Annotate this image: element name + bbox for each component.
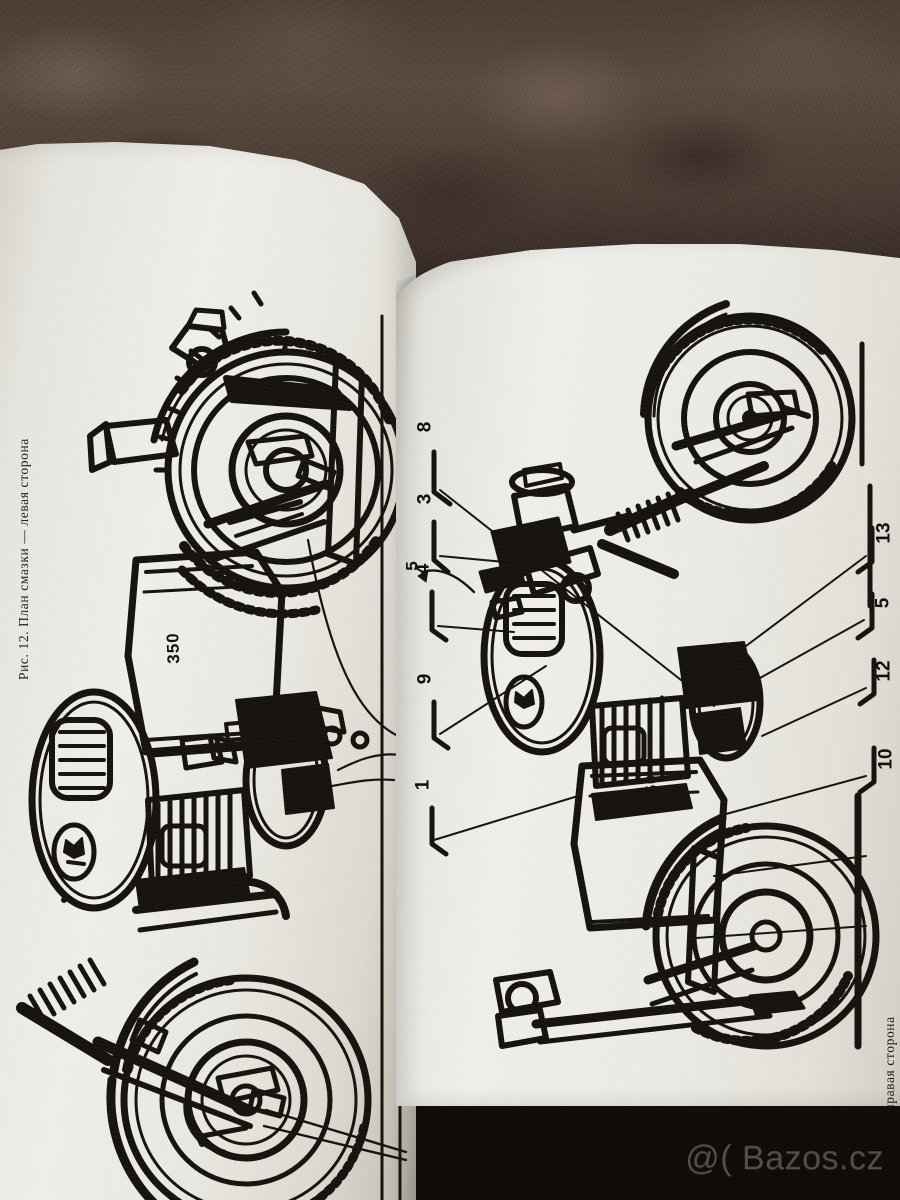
callout-number-10: 10 [875, 748, 897, 770]
callout-number-9: 9 [414, 673, 436, 685]
right-page-front-wheel-group [493, 792, 880, 1050]
callout-number-1: 1 [412, 779, 434, 791]
front-wheel-group [16, 957, 408, 1200]
callout-number-3: 3 [414, 493, 436, 505]
left-book-page: 350 Рис. 12. План смазки — левая сторона [0, 142, 416, 1200]
left-page-caption: Рис. 12. План смазки — левая сторона [16, 438, 31, 680]
bazos-watermark: @( Bazos.cz [685, 1139, 884, 1177]
seat-and-handlebar-group [87, 307, 353, 473]
right-page-lubrication-figure [417, 300, 880, 1050]
callout-number-5: 5 [872, 597, 894, 609]
callout-number-8: 8 [414, 421, 436, 433]
callout-number-13: 13 [873, 522, 895, 544]
left-page-lubrication-figure [16, 290, 408, 1200]
left-tank-badge-350: 350 [163, 632, 184, 665]
callout-number-5-marker: 5 [402, 561, 422, 571]
right-tank-badge-350: 350 [643, 773, 662, 805]
right-page-leader-lines [417, 489, 867, 939]
callout-number-12: 12 [873, 660, 895, 682]
right-page-callout-ticks [429, 449, 877, 857]
right-page-rear-wheel-group [640, 300, 856, 524]
right-book-page: 350 8 3 4 9 1 5 13 5 12 10 Рис. 13. План… [396, 244, 900, 1106]
rear-suspension-group [242, 703, 370, 850]
rear-wheel-group [150, 290, 408, 619]
